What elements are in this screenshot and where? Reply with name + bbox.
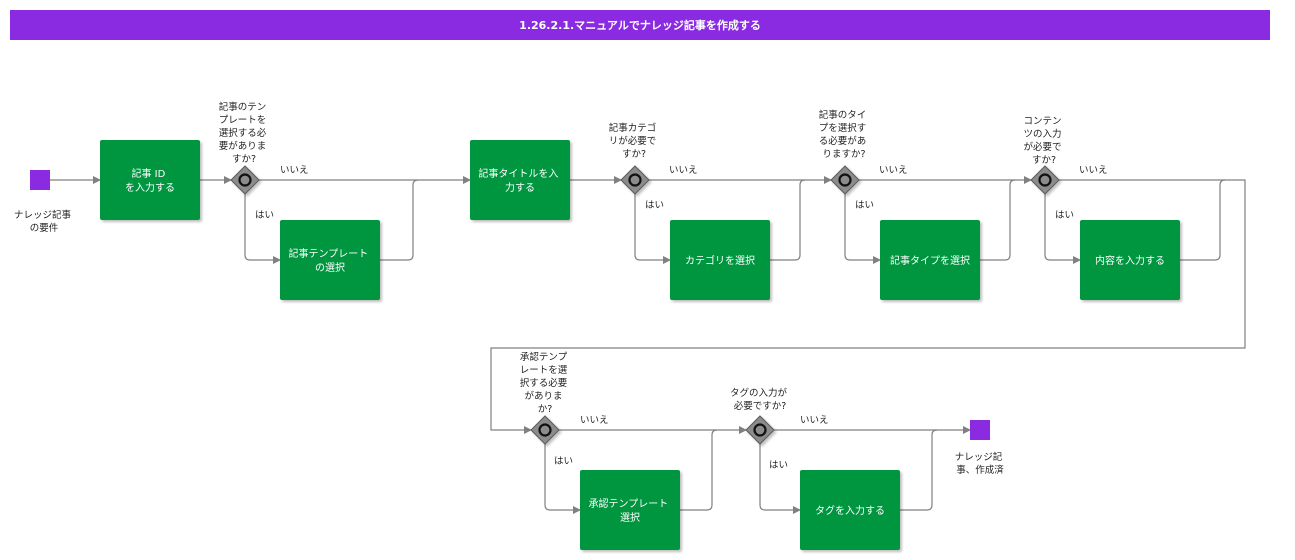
branch-no-label: いいえ — [1079, 165, 1108, 176]
gateway-category-needed[interactable] — [620, 165, 650, 195]
gateway-approval-template-needed[interactable] — [530, 415, 560, 445]
branch-no-label: いいえ — [580, 415, 609, 426]
branch-yes-label: はい — [1055, 210, 1074, 221]
branch-no-label: いいえ — [879, 165, 908, 176]
task-select-approval-template[interactable]: 承認テンプレート 選択 — [580, 470, 680, 550]
task-select-article-template[interactable]: 記事テンプレート の選択 — [280, 220, 380, 300]
svg-text:記事 ID を入力する: 記事 ID を入力する — [125, 167, 175, 194]
gateway-template-needed[interactable] — [230, 165, 260, 195]
svg-text:記事タイプを選択: 記事タイプを選択 — [890, 254, 970, 267]
gateway-tags-needed-label: タグの入力が 必要ですか? — [730, 387, 790, 412]
start-event-label: ナレッジ記事 の要件 — [14, 209, 74, 234]
gateway-type-needed-label: 記事のタイ プを選択す る必要があ りますか? — [819, 109, 870, 160]
branch-yes-label: はい — [255, 210, 274, 221]
svg-text:記事タイトルを入 力する: 記事タイトルを入 力する — [478, 167, 561, 194]
edges-row-1 — [50, 176, 1246, 434]
start-event[interactable] — [30, 170, 50, 190]
task-select-article-type[interactable]: 記事タイプを選択 — [880, 220, 980, 300]
task-enter-tags[interactable]: タグを入力する — [800, 470, 900, 550]
svg-text:記事テンプレート の選択: 記事テンプレート の選択 — [289, 247, 372, 274]
gateway-approval-template-needed-label: 承認テンプ レートを選 択する必要 がありま か? — [520, 351, 571, 415]
branch-yes-label: はい — [554, 456, 573, 467]
diagram-title: 1.26.2.1.マニュアルでナレッジ記事を作成する — [519, 18, 761, 32]
gateway-content-needed-label: コンテン ツの入力 が必要で すか? — [1023, 116, 1064, 166]
gateway-template-needed-label: 記事のテン プレートを 選択する必 要がありま すか? — [219, 101, 270, 165]
task-enter-article-id[interactable]: 記事 ID を入力する — [100, 140, 200, 220]
gateway-tags-needed[interactable] — [745, 415, 775, 445]
svg-text:承認テンプレート 選択: 承認テンプレート 選択 — [589, 497, 672, 524]
branch-no-label: いいえ — [669, 165, 698, 176]
svg-text:カテゴリを選択: カテゴリを選択 — [685, 254, 755, 267]
svg-text:内容を入力する: 内容を入力する — [1095, 254, 1165, 267]
task-enter-article-title[interactable]: 記事タイトルを入 力する — [470, 140, 570, 220]
branch-yes-label: はい — [855, 200, 874, 211]
task-select-category[interactable]: カテゴリを選択 — [670, 220, 770, 300]
gateway-type-needed[interactable] — [830, 165, 860, 195]
branch-no-label: いいえ — [800, 415, 829, 426]
end-event-label: ナレッジ記 事、作成済 — [955, 451, 1006, 476]
edges-row-2 — [544, 426, 971, 514]
branch-yes-label: はい — [769, 460, 788, 471]
svg-text:タグを入力する: タグを入力する — [815, 504, 885, 517]
header-bar — [10, 10, 1270, 40]
gateway-content-needed[interactable] — [1030, 165, 1060, 195]
branch-labels: いいえ はい いいえ はい いいえ はい いいえ はい いいえ はい いいえ は… — [255, 165, 1108, 471]
end-event[interactable] — [970, 420, 990, 440]
branch-no-label: いいえ — [280, 165, 309, 176]
task-enter-content[interactable]: 内容を入力する — [1080, 220, 1180, 300]
gateway-category-needed-label: 記事カテゴ リが必要で すか? — [609, 122, 660, 160]
branch-yes-label: はい — [645, 200, 664, 211]
